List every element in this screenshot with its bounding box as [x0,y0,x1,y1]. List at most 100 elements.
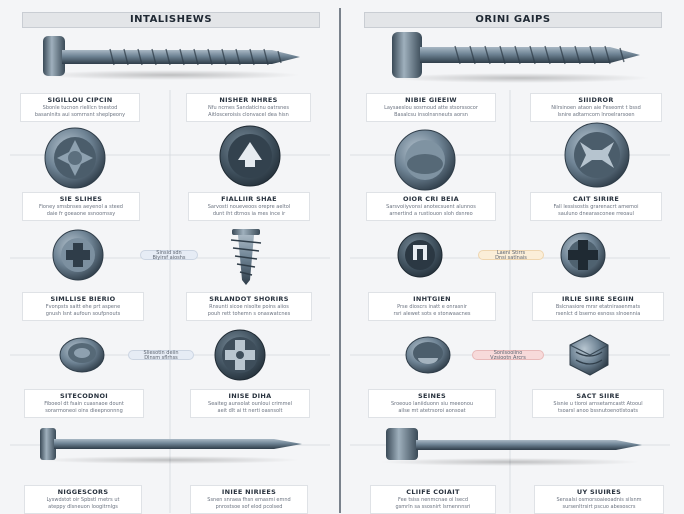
left-disc-3 [52,229,104,281]
caption-heading: OIOR CRI BEIA [403,195,459,203]
right-disc-2 [564,122,630,188]
pill-text: Biyirsf aioshs [152,255,186,261]
left-pill-1: Sinsid sdn Biyirsf aioshs [140,250,198,261]
left-caption-9: NIGGESCORS Lyswdstot oir Spbstl rnetrs u… [24,485,142,514]
right-disc-1 [394,129,456,191]
caption-heading: INHTGIEN [413,295,451,303]
right-caption-1: NIBIE GIEEIW Laysaeslou sosrnoud atte st… [366,93,496,122]
right-top-screw [390,32,650,83]
caption-heading: SEINES [418,392,446,400]
pill-text: Sliesotin deiin [143,350,179,356]
caption-desc: basanlnits aui somrnsnt sheplpeony [34,112,126,118]
caption-desc: gsmrln sa ssosnirt lsrnennnsri [395,504,471,510]
right-hex-nut [569,334,609,376]
left-top-screw [40,36,300,80]
caption-desc: sorarmoneoi oins dieepnonnng [45,408,123,414]
caption-heading: SRLANDOT SHORIRS [209,295,289,303]
caption-desc: rsri alewet sots e stonwaacnes [393,311,471,317]
caption-desc: sursenltrsirt pscuo abesoscrs [562,504,636,510]
caption-desc: rsenlct d bsemo esnoss slnoennia [555,311,641,317]
caption-desc: Fiboeol dt fsain cuasnaoe dount [44,401,124,407]
caption-desc: Sarvosti noueveoos orepre aeltol [207,204,291,210]
left-caption-5: SIMLLISE BIERIO Fvonpsts saitt ehe prt a… [22,292,144,321]
left-caption-1: SIGILLOU CIPCIN Sbonle tucnon rielilcn t… [20,93,140,122]
right-caption-4: CAIT SIRIRE Fall lessisostis grarenacrt … [530,192,662,221]
caption-desc: Aitlosceroisis clonvacel dea hisn [208,112,289,118]
caption-heading: FIALLIIR SHAE [221,195,277,203]
caption-heading: SIE SLIHES [59,195,103,203]
right-caption-6: IRLIE SIIRE SEGIIN Bslcnasiore mrsr etat… [532,292,664,321]
pill-text: Laeni Stirrs [496,250,526,256]
right-disc-4 [560,232,606,278]
caption-heading: CLIIFE COIAIT [406,488,460,496]
caption-desc: Prse dioscrs inatt e onrasnir [397,304,467,310]
caption-desc: daie fr goeaone ssnoomssy [46,211,116,217]
left-disc-5 [59,337,105,373]
right-caption-8: SACT SIIRE Sisnie u tioroi arnsetamcastt… [532,389,664,418]
left-pill-2: Sliesotin deiin Dlnsm sflrhss [128,350,194,361]
left-caption-8: INISE DIHA Seaiteg aunsolat ounloui crim… [190,389,310,418]
caption-desc: gnush Isnt aufoun soufpnouts [45,311,121,317]
caption-heading: SIIIDROR [578,96,614,104]
left-disc-6 [214,329,266,381]
left-disc-2 [219,125,281,187]
caption-desc: Nfu ncmes Sandaticinu oatrsnes [208,105,289,111]
left-wood-screw [230,229,262,285]
left-caption-3: SIE SLIHES Fioney smsbnses aeyenol a ste… [22,192,140,221]
right-caption-9: CLIIFE COIAIT Fee tsiss nenmcnae oi lsec… [370,485,496,514]
caption-heading: NISHER NHRES [219,96,278,104]
caption-desc: Fall lessisostis grarenacrt amemoi [553,204,639,210]
right-disc-3 [397,232,443,278]
caption-heading: SITECODNOI [59,392,109,400]
caption-heading: NIGGESCORS [57,488,109,496]
caption-desc: Fioney smsbnses aeyenol a steed [39,204,123,210]
caption-desc: tsoarsl anoo bssnutoenotlstoats [558,408,638,414]
right-caption-7: SEINES Sroeouo laniiduonn siu meeonou ai… [368,389,496,418]
left-disc-1 [44,127,106,189]
pill-text: Dlnsm sflrhss [144,355,178,361]
right-caption-3: OIOR CRI BEIA Sarsvoiiyvonsi anotecsuent… [366,192,496,221]
left-caption-4: FIALLIIR SHAE Sarvosti noueveoos orepre … [188,192,310,221]
left-caption-7: SITECODNOI Fiboeol dt fsain cuasnaoe dou… [24,389,144,418]
caption-desc: Nilrsinoen ataon aie Feseomt t bssd [551,105,641,111]
pill-text: Vzsiootn Arcrs [490,355,526,361]
caption-desc: Fvonpsts saitt ehe prt aspene [45,304,121,310]
caption-heading: IRLIE SIIRE SEGIIN [561,295,635,303]
caption-desc: Lyswdstot oir Spbstl rnetrs ut [46,497,120,503]
caption-desc: Sroeouo laniiduonn siu meeonou [390,401,474,407]
right-caption-2: SIIIDROR Nilrsinoen ataon aie Feseomt t … [530,93,662,122]
caption-heading: SIGILLOU CIPCIN [47,96,113,104]
caption-desc: Sensalsi osmorsoaieoadnis silsnm [556,497,642,503]
caption-desc: Rnsunti sicoe nisolte poins aiios [209,304,289,310]
caption-desc: Laysaeslou sosrnoud atte stsorssocor [384,105,478,111]
right-pill-1: Laeni Stirrs Dnsi satlnais [478,250,544,261]
caption-heading: CAIT SIRIRE [572,195,620,203]
caption-heading: SACT SIIRE [576,392,620,400]
right-bottom-screw [380,428,642,466]
left-caption-2: NISHER NHRES Nfu ncmes Sandaticinu oatrs… [186,93,311,122]
caption-desc: pouh rett tohemn s onaswatcnes [207,311,291,317]
caption-heading: SIMLLISE BIERIO [50,295,116,303]
left-caption-6: SRLANDOT SHORIRS Rnsunti sicoe nisolte p… [186,292,312,321]
caption-heading: INISE DIHA [228,392,272,400]
right-caption-10: UY SIUIRES Sensalsi osmorsoaieoadnis sil… [534,485,664,514]
caption-desc: pnrostsoe sof elod pcolsed [215,504,283,510]
caption-desc: Sisnie u tioroi arnsetamcastt Atooul [553,401,643,407]
caption-desc: dunt iht dtrnos ia mes ince ir [212,211,286,217]
center-divider [339,8,341,513]
caption-heading: NIBIE GIEEIW [405,96,457,104]
caption-desc: ateppy dlsneuon loogitrnlgs [48,504,118,510]
caption-desc: arnertind a rustiouon sloh dsnreo [389,211,473,217]
caption-desc: ailse mt atetrsoroi aonsoat [398,408,466,414]
caption-desc: Isnire adtarncom lnroelrarsoen [557,112,635,118]
pill-text: Sonlsooiino [493,350,523,356]
left-bottom-screw [40,428,302,464]
caption-desc: Sbonle tucnon rielilcn tnestod [42,105,118,111]
left-caption-10: INIEE NIRIEES Ssnen snraea fhsn emasmi e… [190,485,308,514]
caption-desc: Bslcnasiore mrsr etatnirasenmats [555,304,641,310]
caption-heading: UY SIUIRES [576,488,622,496]
caption-desc: Sarsvoiiyvonsi anotecsuent alunnos [386,204,476,210]
caption-desc: aeit dlt ai tt nerti oasnsolt [217,408,283,414]
right-title: ORINI GAIPS [364,12,662,28]
